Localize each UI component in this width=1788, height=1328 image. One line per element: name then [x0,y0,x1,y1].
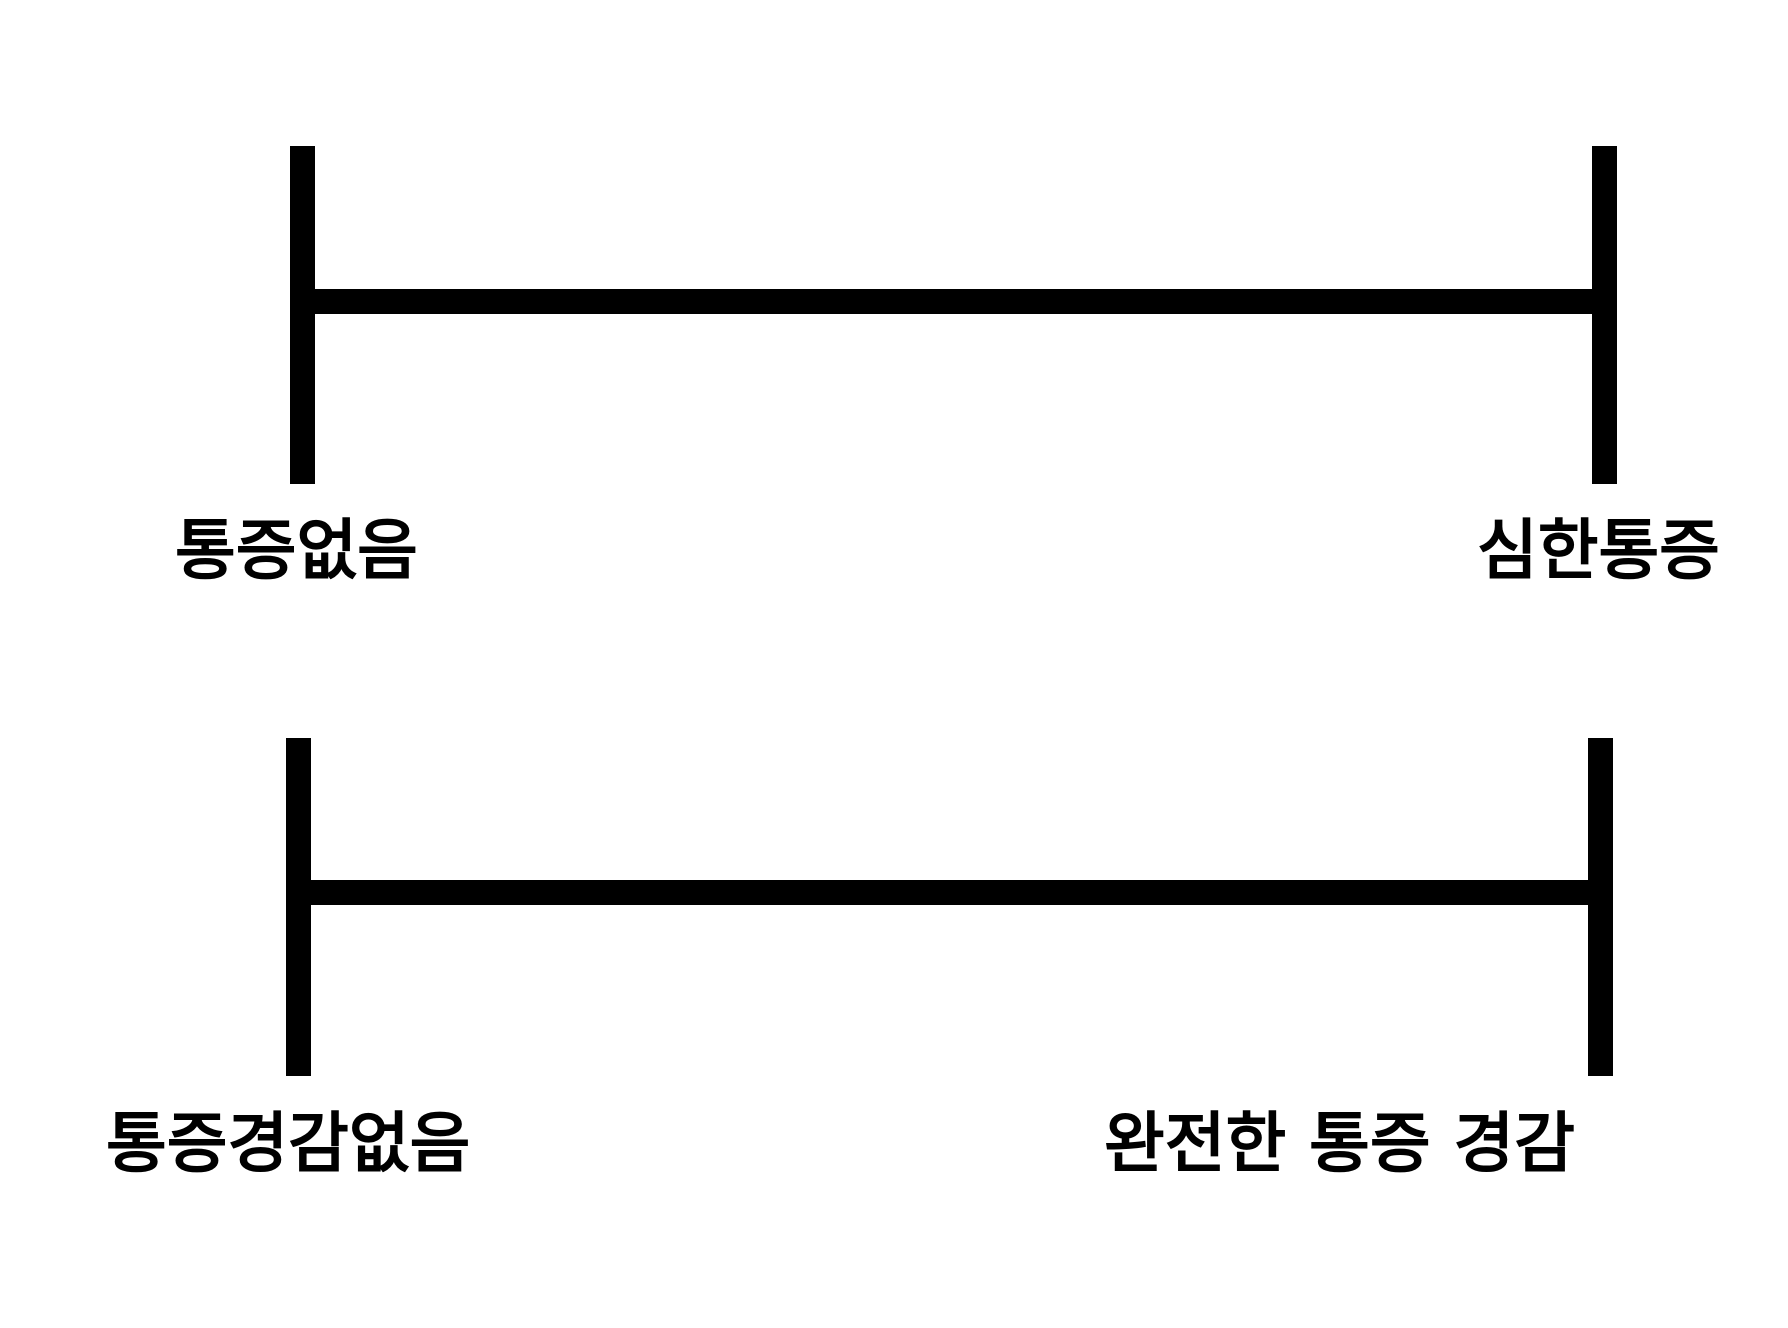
left-anchor-label: 통증없음 [175,512,418,589]
pain-intensity-scale: 통증없음 심한통증 [0,0,1788,620]
left-end-tick [286,738,311,1076]
left-anchor-label: 통증경감없음 [106,1105,471,1182]
right-anchor-label: 완전한 통증 경감 [1104,1105,1575,1182]
horizontal-line [300,289,1610,314]
horizontal-line [296,880,1606,905]
right-end-tick [1592,146,1617,484]
left-end-tick [290,146,315,484]
right-end-tick [1588,738,1613,1076]
right-anchor-label: 심한통증 [1477,512,1720,589]
